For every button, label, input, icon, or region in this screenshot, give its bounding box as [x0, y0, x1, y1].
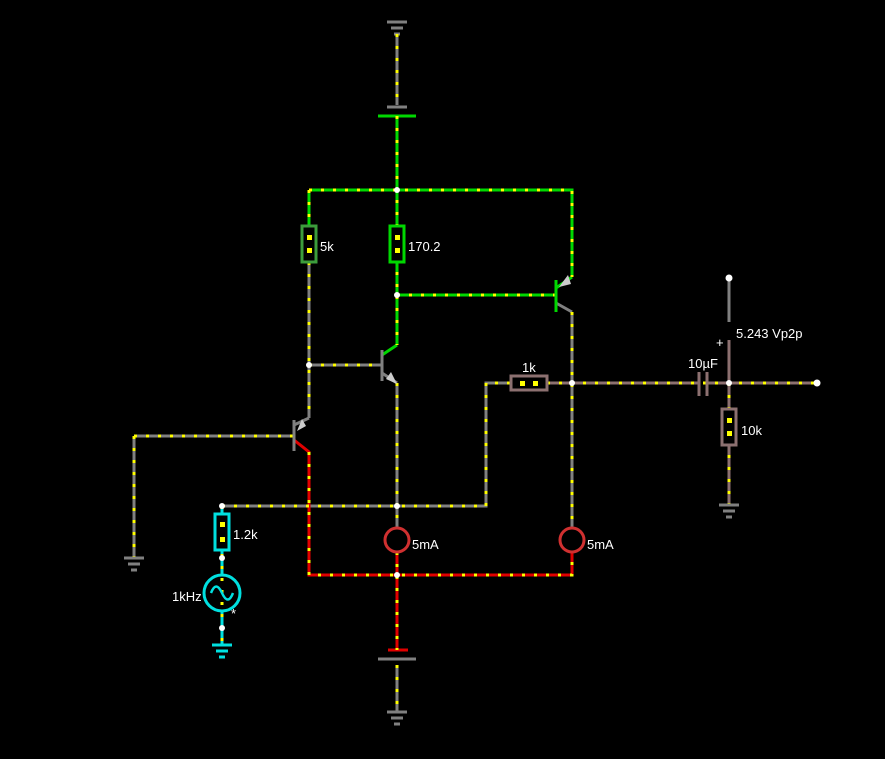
resistor-170[interactable] — [388, 224, 406, 264]
wires-green[interactable] — [307, 114, 574, 357]
resistor-5k[interactable] — [300, 224, 318, 264]
label-10uf: 10µF — [688, 356, 718, 371]
resistor-1k[interactable] — [509, 374, 549, 392]
label-10k: 10k — [741, 423, 762, 438]
label-1-2k: 1.2k — [233, 527, 258, 542]
ground-icon — [124, 556, 144, 572]
current-source-2[interactable] — [558, 526, 586, 554]
label-frequency: 1kHz — [172, 589, 202, 604]
label-ac-marker: * — [231, 606, 236, 621]
ground-icon — [212, 643, 232, 659]
label-current-2: 5mA — [587, 537, 614, 552]
ground-icon — [719, 503, 739, 519]
label-1k: 1k — [522, 360, 536, 375]
transistor-q3[interactable] — [554, 275, 571, 312]
transistor-q2[interactable] — [380, 350, 397, 384]
voltmeter-reading: 5.243 Vp2p — [736, 326, 803, 341]
current-source-1[interactable] — [383, 526, 411, 554]
resistor-10k[interactable] — [720, 407, 738, 447]
ac-source[interactable] — [202, 573, 242, 613]
ground-icon — [387, 710, 407, 726]
junction-dots — [219, 187, 821, 631]
capacitor-10uf[interactable] — [697, 372, 709, 396]
voltmeter-polarity: + — [716, 335, 724, 350]
wires-output[interactable] — [547, 340, 817, 505]
resistor-1-2k[interactable] — [213, 512, 231, 552]
label-5k: 5k — [320, 239, 334, 254]
label-170: 170.2 — [408, 239, 441, 254]
label-current-1: 5mA — [412, 537, 439, 552]
ground-top — [387, 20, 407, 36]
transistor-q1[interactable] — [292, 419, 306, 451]
